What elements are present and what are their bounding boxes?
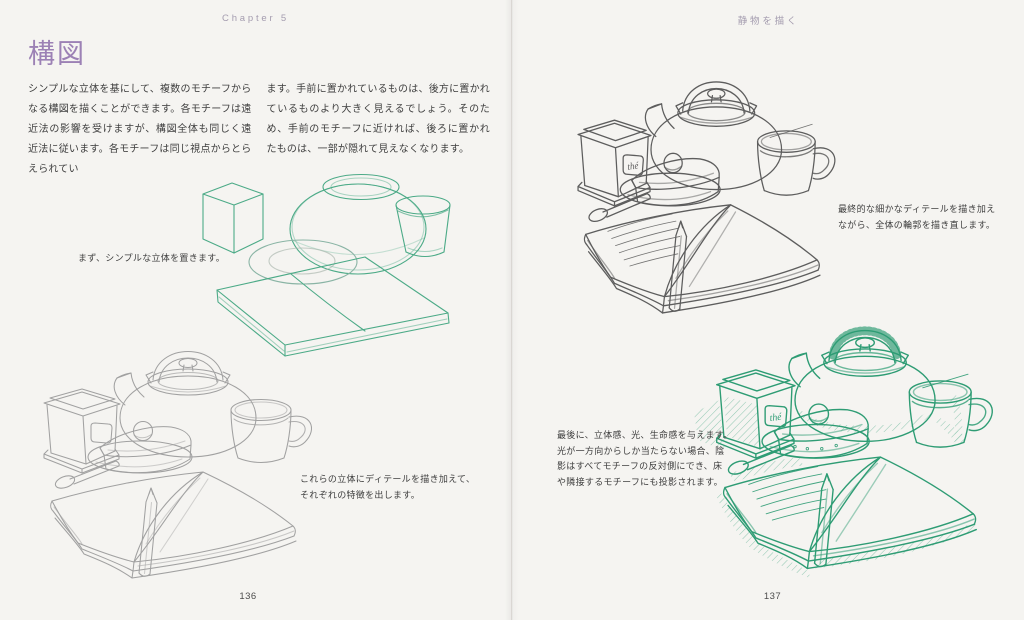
caption-final: 最後に、立体感、光、生命感を与えます。 光が一方向からしか当たらない場合、陰 影… — [557, 430, 733, 487]
body-column-1: シンプルな立体を基にして、複数のモチーフからなる構図を描くことができます。各モチ… — [28, 84, 252, 175]
book-spine-line — [511, 0, 512, 620]
cube-primitive — [202, 182, 264, 254]
caption-outline: 最終的な細かなディテールを描き加え ながら、全体の輪郭を描き直します。 — [838, 204, 996, 230]
left-page-header: Chapter 5 — [222, 13, 289, 24]
simple-forms-sketch — [202, 173, 451, 357]
body-column-2: ます。手前に置かれているものは、後方に置かれているものより大きく見えるでしょう。… — [266, 84, 490, 155]
book-primitive — [216, 256, 450, 357]
tea-box-label: thé — [627, 161, 640, 173]
caption-simple-forms: まず、シンプルな立体を置きます。 — [78, 253, 226, 263]
left-page-number: 136 — [239, 591, 257, 602]
page-title: 構図 — [28, 39, 86, 69]
caption-details: これらの立体にディテールを描き加えて、 それぞれの特徴を出します。 — [300, 474, 476, 500]
right-page-number: 137 — [763, 591, 782, 602]
tea-box-label-final: thé — [769, 412, 783, 425]
book-spine-shading — [505, 0, 519, 620]
final-green-sketch: thé — [694, 326, 993, 579]
glass-primitive — [395, 195, 451, 258]
pencil-sketch-detailed: thé — [577, 81, 836, 314]
right-page-header: 静物を描く — [737, 16, 800, 27]
pencil-sketch-light — [43, 350, 313, 579]
body-text: シンプルな立体を基にして、複数のモチーフからなる構図を描くことができます。各モチ… — [28, 80, 490, 180]
sphere-primitive — [289, 173, 427, 275]
